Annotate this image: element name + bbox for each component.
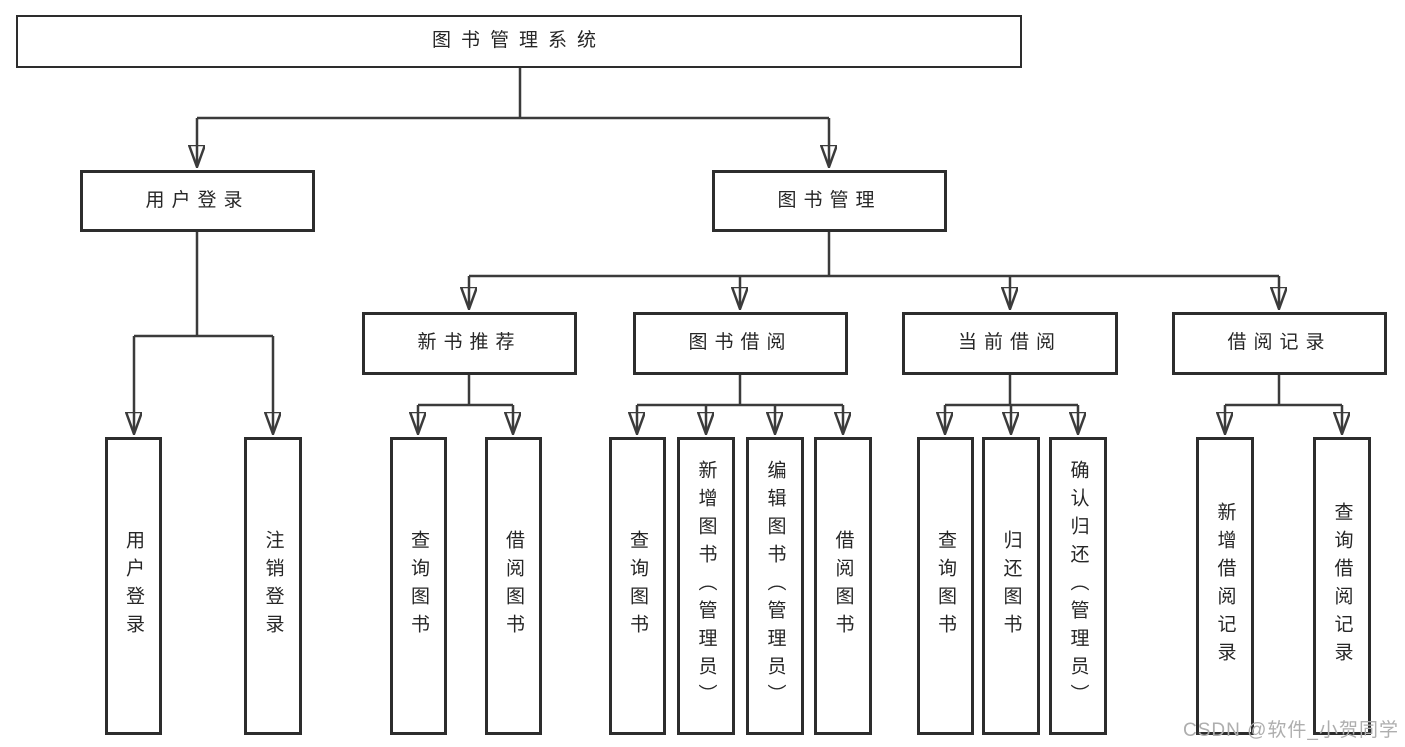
leaf-nbr-borrow-books-label: 借阅图书: [503, 530, 524, 642]
node-book-borrowing: 图书借阅: [633, 312, 848, 375]
leaf-br-add-borrow-record: 新增借阅记录: [1196, 437, 1254, 735]
leaf-bb-borrow-books: 借阅图书: [814, 437, 872, 735]
edge-root-split: [197, 68, 829, 165]
node-new-book-recommend: 新书推荐: [362, 312, 577, 375]
node-root-label: 图书管理系统: [431, 30, 606, 52]
node-user-login-branch: 用户登录: [80, 170, 315, 232]
node-book-borrowing-label: 图书借阅: [688, 332, 793, 354]
leaf-user-login: 用户登录: [105, 437, 162, 735]
leaf-cb-query-books-label: 查询图书: [935, 530, 956, 642]
leaf-cb-return-books-label: 归还图书: [1000, 530, 1022, 642]
leaf-bb-query-books-label: 查询图书: [627, 530, 648, 642]
node-new-book-recommend-label: 新书推荐: [417, 332, 522, 354]
watermark: CSDN @软件_小贺同学: [1183, 720, 1399, 741]
leaf-nbr-query-books: 查询图书: [390, 437, 447, 735]
leaf-bb-edit-books-admin: 编辑图书（管理员）: [746, 437, 804, 735]
leaf-cb-confirm-return-admin-label: 确认归还（管理员）: [1067, 460, 1089, 712]
node-borrowing-records-label: 借阅记录: [1227, 332, 1332, 354]
node-borrowing-records: 借阅记录: [1172, 312, 1387, 375]
leaf-br-add-borrow-record-label: 新增借阅记录: [1214, 502, 1236, 670]
leaf-cb-return-books: 归还图书: [982, 437, 1040, 735]
leaf-nbr-query-books-label: 查询图书: [408, 530, 429, 642]
edge-book-borrowing-split: [637, 375, 843, 432]
edge-user-login-split: [134, 232, 273, 432]
leaf-nbr-borrow-books: 借阅图书: [485, 437, 542, 735]
leaf-user-login-label: 用户登录: [123, 530, 144, 642]
edge-borrowing-records-split: [1225, 375, 1342, 432]
edge-current-borrowing-split: [945, 375, 1078, 432]
leaf-cb-confirm-return-admin: 确认归还（管理员）: [1049, 437, 1107, 735]
edge-new-book-recommend-split: [418, 375, 513, 432]
leaf-logout-login: 注销登录: [244, 437, 302, 735]
leaf-logout-login-label: 注销登录: [262, 530, 284, 642]
node-book-management: 图书管理: [712, 170, 947, 232]
leaf-bb-borrow-books-label: 借阅图书: [832, 530, 854, 642]
leaf-cb-query-books: 查询图书: [917, 437, 974, 735]
node-root: 图书管理系统: [16, 15, 1022, 68]
edge-book-management-split: [469, 232, 1279, 307]
leaf-bb-query-books: 查询图书: [609, 437, 666, 735]
node-book-management-label: 图书管理: [777, 189, 882, 211]
leaf-br-query-borrow-record: 查询借阅记录: [1313, 437, 1371, 735]
leaf-br-query-borrow-record-label: 查询借阅记录: [1331, 502, 1353, 670]
leaf-bb-add-books-admin: 新增图书（管理员）: [677, 437, 735, 735]
node-current-borrowing: 当前借阅: [902, 312, 1118, 375]
leaf-bb-edit-books-admin-label: 编辑图书（管理员）: [764, 460, 786, 712]
node-user-login-branch-label: 用户登录: [145, 189, 250, 211]
leaf-bb-add-books-admin-label: 新增图书（管理员）: [695, 460, 717, 712]
node-current-borrowing-label: 当前借阅: [957, 332, 1062, 354]
